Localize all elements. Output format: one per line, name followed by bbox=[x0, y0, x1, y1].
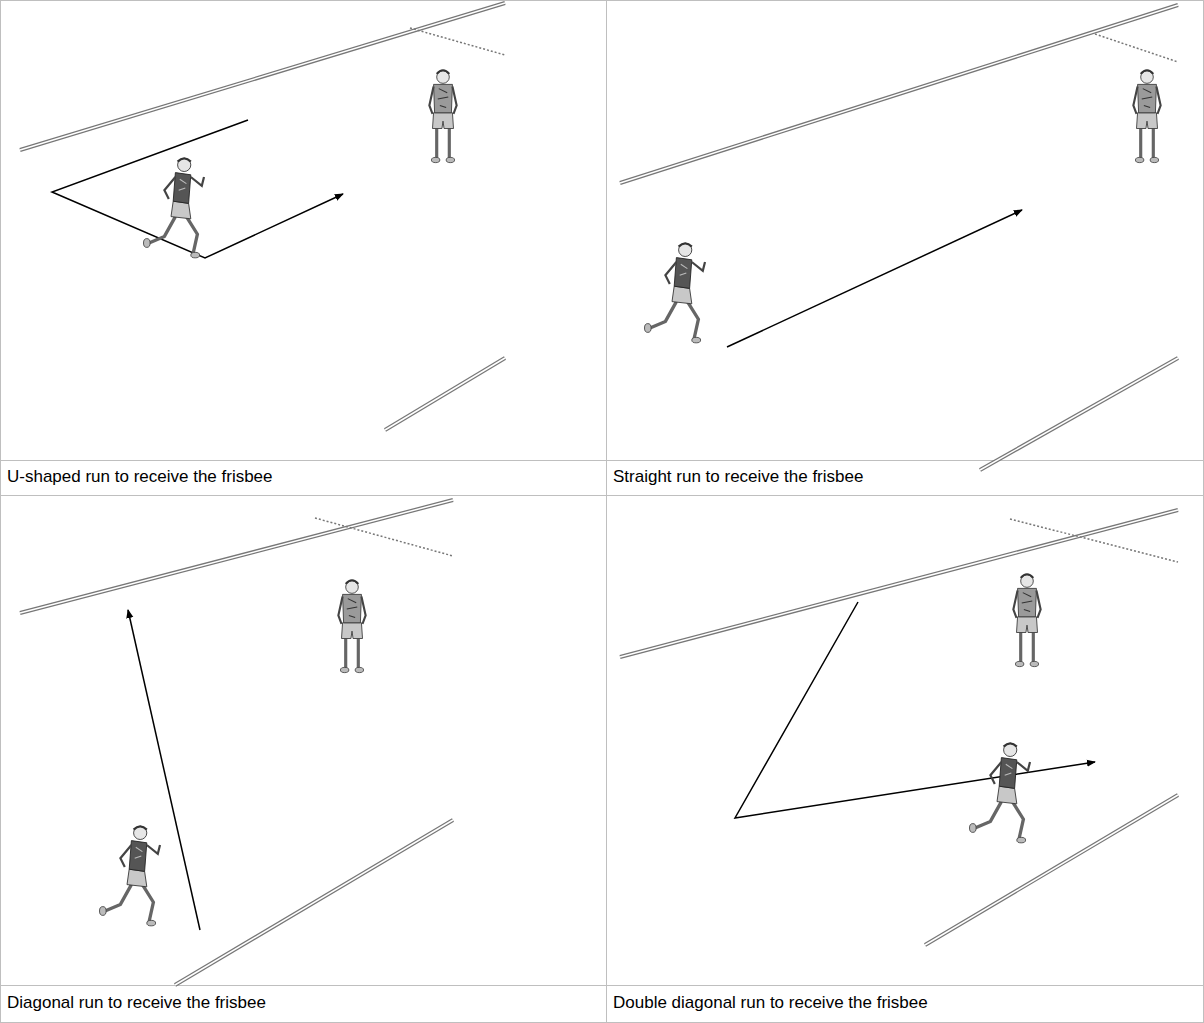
run-path-arrow bbox=[735, 602, 1095, 818]
table-rule bbox=[606, 0, 607, 1023]
table-rule bbox=[0, 460, 1204, 461]
thrower-figure bbox=[1133, 70, 1160, 162]
table-rule bbox=[0, 495, 1204, 496]
table-rule bbox=[0, 985, 1204, 986]
sideline bbox=[20, 500, 453, 613]
sideline bbox=[620, 510, 1178, 657]
sideline bbox=[925, 795, 1178, 945]
sideline bbox=[980, 358, 1178, 470]
caption-cell: U-shaped run to receive the frisbee bbox=[7, 466, 599, 488]
runner-figure bbox=[970, 743, 1031, 843]
runner-figure bbox=[645, 243, 706, 343]
sideline bbox=[620, 5, 1178, 183]
sideline bbox=[175, 820, 453, 985]
end-zone-line bbox=[1010, 519, 1178, 562]
panel-double-diagonal-run bbox=[620, 510, 1178, 945]
caption-text: U-shaped run to receive the frisbee bbox=[7, 466, 599, 488]
caption-text: Double diagonal run to receive the frisb… bbox=[613, 992, 1198, 1014]
thrower-figure bbox=[429, 70, 456, 162]
panel-straight-run bbox=[620, 5, 1178, 470]
caption-cell: Straight run to receive the frisbee bbox=[613, 466, 1198, 488]
caption-cell: Double diagonal run to receive the frisb… bbox=[613, 992, 1198, 1014]
sideline bbox=[620, 510, 1178, 657]
sideline bbox=[385, 358, 505, 430]
sideline bbox=[925, 795, 1178, 945]
caption-text: Diagonal run to receive the frisbee bbox=[7, 992, 599, 1014]
panel-u-run bbox=[20, 3, 505, 430]
panel-diagonal-run bbox=[20, 500, 453, 985]
sideline bbox=[620, 5, 1178, 183]
sideline bbox=[980, 358, 1178, 470]
thrower-figure bbox=[338, 580, 365, 672]
run-path-arrow bbox=[52, 120, 343, 258]
end-zone-line bbox=[410, 28, 505, 55]
run-path-arrow bbox=[727, 210, 1022, 347]
sideline bbox=[175, 820, 453, 985]
sideline bbox=[20, 500, 453, 613]
end-zone-line bbox=[315, 518, 453, 556]
caption-cell: Diagonal run to receive the frisbee bbox=[7, 992, 599, 1014]
runner-figure bbox=[100, 826, 161, 926]
sideline bbox=[385, 358, 505, 430]
end-zone-line bbox=[1095, 34, 1178, 62]
runner-figure bbox=[144, 158, 205, 258]
thrower-figure bbox=[1013, 574, 1040, 666]
caption-text: Straight run to receive the frisbee bbox=[613, 466, 1198, 488]
